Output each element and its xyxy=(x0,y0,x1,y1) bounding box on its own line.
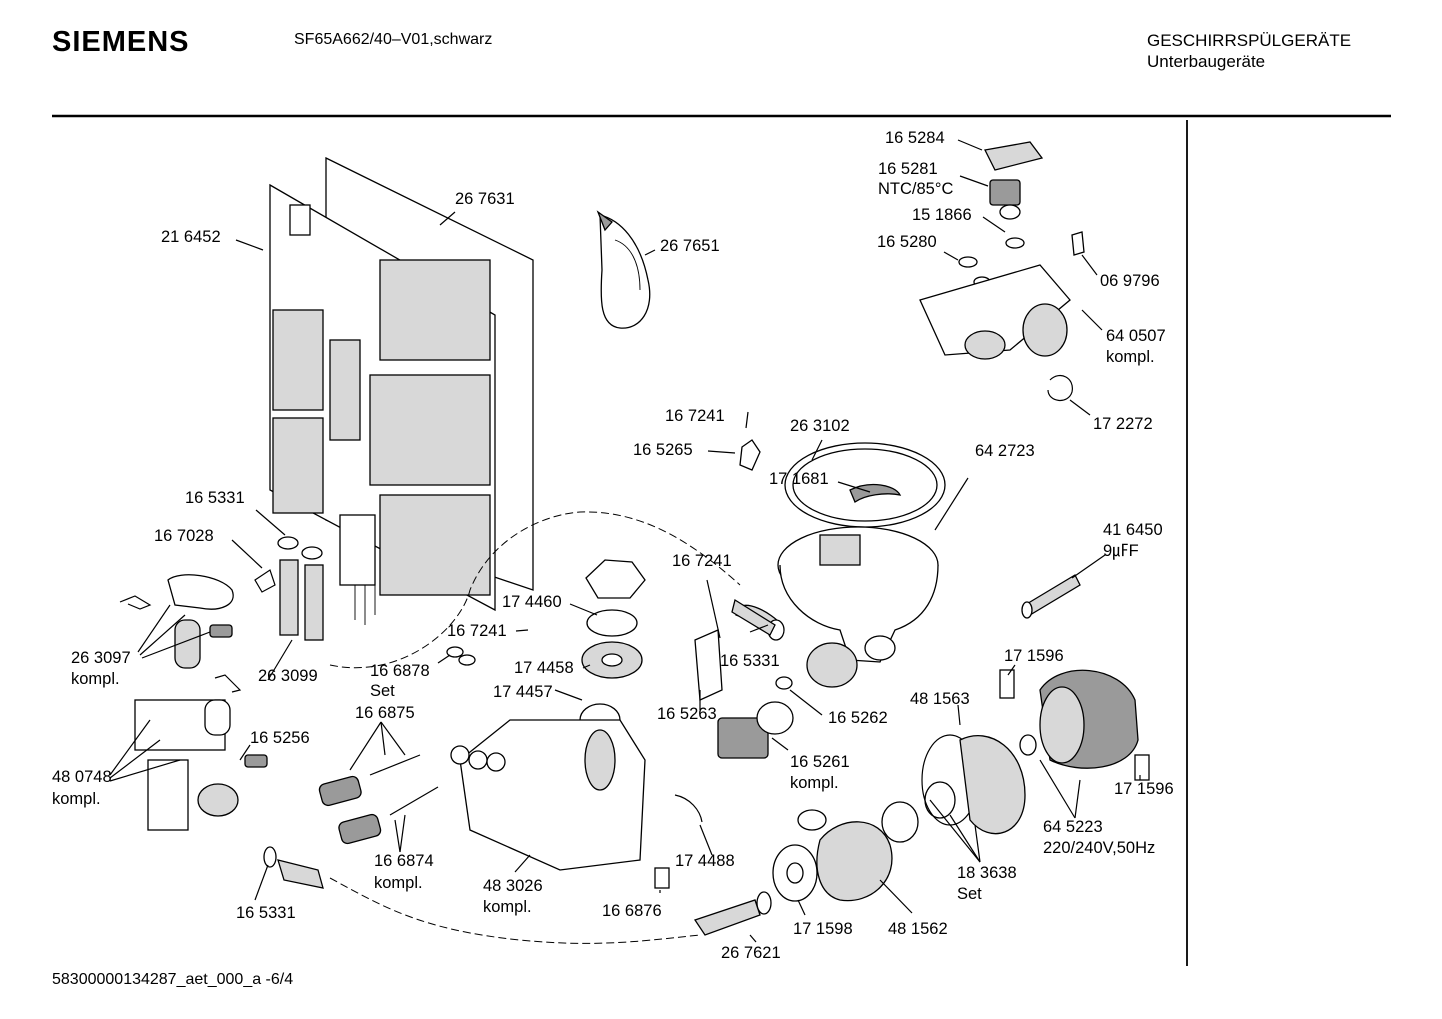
part-note: kompl. xyxy=(483,898,532,916)
part-label: 17 1596 xyxy=(1004,647,1064,665)
appliance-category: GESCHIRRSPÜLGERÄTE xyxy=(1147,31,1352,50)
filter-and-pump-drawing xyxy=(450,559,794,889)
part-label: 16 5256 xyxy=(250,729,310,747)
part-note: Set xyxy=(957,885,982,903)
water-inlet-drawing xyxy=(119,574,268,831)
part-label: 17 1681 xyxy=(769,470,829,488)
dashed-hose-line-upper xyxy=(329,511,741,669)
part-label: 17 4488 xyxy=(675,852,735,870)
part-label: 16 5261 xyxy=(790,753,850,771)
part-label: 41 6450 xyxy=(1103,521,1163,539)
part-label: 48 1563 xyxy=(910,690,970,708)
document-code: 58300000134287_aet_000_a -6/4 xyxy=(52,971,294,988)
part-label: 16 5265 xyxy=(633,441,693,459)
valves-drawing xyxy=(318,646,476,845)
part-label: 16 7241 xyxy=(447,622,507,640)
part-note: kompl. xyxy=(1106,348,1155,366)
part-label: 18 3638 xyxy=(957,864,1017,882)
part-label: 26 7651 xyxy=(660,237,720,255)
rinse-aid-flask-drawing xyxy=(596,210,651,329)
part-label: 16 5284 xyxy=(885,129,945,147)
sump-assembly-drawing xyxy=(735,411,946,688)
hoses-drawing xyxy=(254,536,776,936)
part-label: 16 7241 xyxy=(665,407,725,425)
part-note: kompl. xyxy=(790,774,839,792)
part-label: 64 5223 xyxy=(1043,818,1103,836)
circulation-pump-drawing xyxy=(772,669,1150,902)
part-label: 16 5280 xyxy=(877,233,937,251)
part-label: 26 3099 xyxy=(258,667,318,685)
sensor-assembly-drawing xyxy=(919,141,1085,401)
part-label: 17 4457 xyxy=(493,683,553,701)
part-label: 16 7241 xyxy=(672,552,732,570)
brand-logo: SIEMENS xyxy=(52,26,190,58)
part-note: 9㎌F xyxy=(1103,542,1139,560)
part-label: 26 7621 xyxy=(721,944,781,962)
part-label: 16 6875 xyxy=(355,704,415,722)
appliance-subcategory: Unterbaugeräte xyxy=(1147,52,1266,71)
part-label: 26 3097 xyxy=(71,649,131,667)
part-note: NTC/85°C xyxy=(878,180,953,198)
part-label: 16 5263 xyxy=(657,705,717,723)
part-note: kompl. xyxy=(71,670,120,688)
part-note: 220/240V,50Hz xyxy=(1043,839,1155,857)
part-label: 16 5331 xyxy=(185,489,245,507)
part-note: Set xyxy=(370,682,395,700)
leader-lines xyxy=(109,139,1141,943)
part-label: 17 2272 xyxy=(1093,415,1153,433)
part-label: 64 2723 xyxy=(975,442,1035,460)
part-label: 16 5262 xyxy=(828,709,888,727)
part-label: 64 0507 xyxy=(1106,327,1166,345)
part-label: 16 6878 xyxy=(370,662,430,680)
part-label: 17 1598 xyxy=(793,920,853,938)
part-label: 16 6876 xyxy=(602,902,662,920)
dashed-hose-line-lower xyxy=(329,877,701,944)
part-label: 16 5281 xyxy=(878,160,938,178)
part-label: 17 4460 xyxy=(502,593,562,611)
part-label: 26 3102 xyxy=(790,417,850,435)
part-label: 16 5331 xyxy=(236,904,296,922)
part-label: 48 0748 xyxy=(52,768,112,786)
part-label: 17 1596 xyxy=(1114,780,1174,798)
part-label: 26 7631 xyxy=(455,190,515,208)
part-label: 17 4458 xyxy=(514,659,574,677)
heater-drawing xyxy=(1021,574,1081,619)
part-label: 48 1562 xyxy=(888,920,948,938)
part-label: 16 5331 xyxy=(720,652,780,670)
model-number: SF65A662/40–V01,schwarz xyxy=(294,31,493,48)
part-label: 16 6874 xyxy=(374,852,434,870)
part-note: kompl. xyxy=(52,790,101,808)
part-label: 48 3026 xyxy=(483,877,543,895)
part-label: 15 1866 xyxy=(912,206,972,224)
part-note: kompl. xyxy=(374,874,423,892)
part-label: 06 9796 xyxy=(1100,272,1160,290)
part-label: 16 7028 xyxy=(154,527,214,545)
part-label: 21 6452 xyxy=(161,228,221,246)
side-panel-drawing xyxy=(269,156,534,625)
